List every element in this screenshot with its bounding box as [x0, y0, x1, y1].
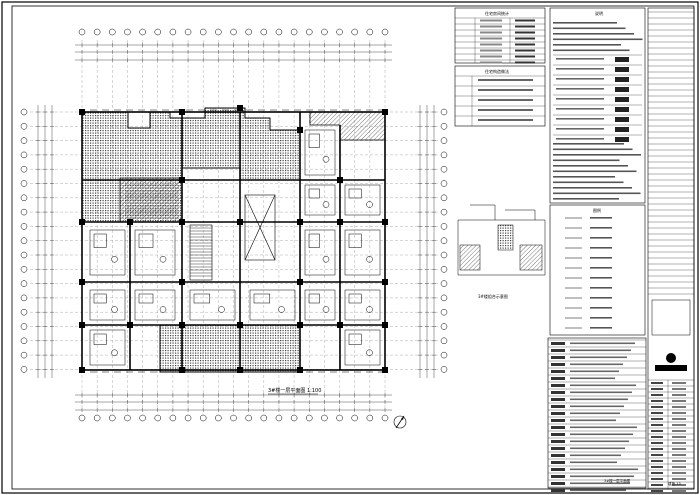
room-list-title: 住宅房间统计: [485, 10, 509, 16]
sheet-number: 建施-13: [668, 481, 681, 486]
legend-list: [547, 337, 647, 492]
north-arrow: [393, 415, 407, 429]
company-logo: [666, 353, 676, 363]
floor-plan: 3#楼一层平面图 1:100: [20, 28, 448, 429]
title-block: 3#楼一层平面图 建施-13: [604, 7, 695, 492]
plan-caption: 3#楼一层平面图: [268, 387, 305, 394]
stair-treads: [125, 184, 212, 277]
hatched-unit-northwest: [81, 107, 301, 223]
legend-title: 住宅构造做法: [485, 68, 509, 74]
axis-bubbles: [20, 28, 448, 422]
plan-scale: 1:100: [307, 388, 321, 394]
hatched-unit-south: [159, 324, 301, 373]
drawing-title: 3#楼一层平面图: [604, 478, 631, 483]
room-details: [89, 109, 385, 373]
key-plan: 3#楼组合示意图: [457, 204, 546, 299]
hatched-area-northeast: [309, 111, 386, 141]
notes-panel: 说明: [549, 7, 646, 204]
notes-title: 说明: [595, 10, 603, 16]
columns: [79, 105, 388, 373]
legend-table: 住宅构造做法: [454, 65, 546, 127]
symbols-title: 图例: [593, 207, 601, 213]
symbols-panel: 图例: [549, 204, 646, 336]
company-name-bar: [655, 365, 687, 371]
room-list-table: 住宅房间统计: [454, 7, 546, 64]
key-plan-caption: 3#楼组合示意图: [478, 293, 508, 299]
core: [189, 194, 276, 281]
